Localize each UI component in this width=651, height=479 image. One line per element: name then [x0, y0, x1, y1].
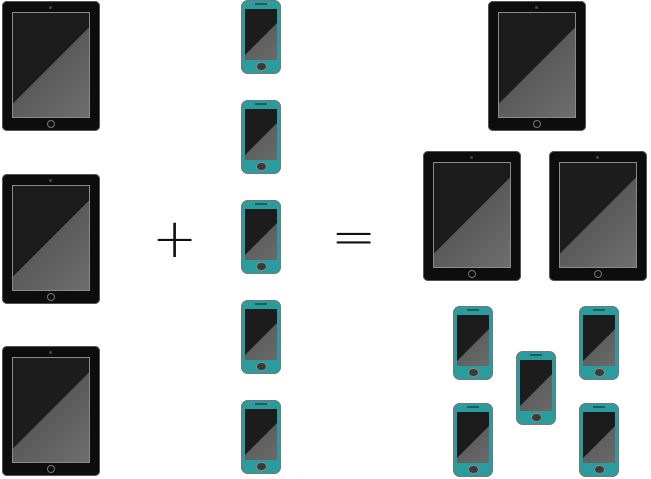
- tablet-icon: [2, 346, 100, 476]
- result-tablet-icon: [423, 151, 521, 281]
- phone-speaker: [530, 354, 542, 356]
- result-phone-icon: [516, 351, 556, 425]
- result-phone-icon: [579, 403, 619, 477]
- result-phone-icon: [453, 306, 493, 380]
- phone-screen: [457, 315, 489, 366]
- tablet-home-button: [594, 270, 602, 278]
- phone-screen: [245, 9, 277, 60]
- tablet-home-button: [47, 293, 55, 301]
- phone-speaker: [593, 309, 605, 311]
- phone-icon: [241, 400, 281, 474]
- plus-sign: +: [152, 207, 198, 270]
- phone-speaker: [467, 309, 479, 311]
- phone-screen: [520, 360, 552, 411]
- tablet-camera: [535, 6, 538, 9]
- phone-speaker: [255, 103, 267, 105]
- phone-speaker: [255, 403, 267, 405]
- tablet-home-button: [47, 465, 55, 473]
- tablet-camera: [49, 6, 52, 9]
- tablet-icon: [2, 174, 100, 304]
- tablet-screen: [433, 162, 511, 268]
- tablet-screen: [12, 185, 90, 291]
- phone-screen: [457, 412, 489, 463]
- result-tablet-icon: [549, 151, 647, 281]
- phone-home-button: [468, 465, 479, 474]
- result-tablet-icon: [488, 1, 586, 131]
- phone-home-button: [256, 462, 267, 471]
- phone-home-button: [468, 368, 479, 377]
- equals-sign: =: [331, 205, 377, 268]
- phone-home-button: [256, 262, 267, 271]
- phone-icon: [241, 300, 281, 374]
- tablet-camera: [470, 156, 473, 159]
- phone-home-button: [256, 162, 267, 171]
- phone-speaker: [255, 303, 267, 305]
- phone-screen: [245, 209, 277, 260]
- tablet-screen: [498, 12, 576, 118]
- phone-icon: [241, 100, 281, 174]
- phone-speaker: [255, 3, 267, 5]
- phone-icon: [241, 0, 281, 74]
- tablet-screen: [12, 12, 90, 118]
- phone-screen: [583, 412, 615, 463]
- phone-icon: [241, 200, 281, 274]
- phone-home-button: [531, 413, 542, 422]
- phone-speaker: [593, 406, 605, 408]
- tablet-screen: [12, 357, 90, 463]
- tablet-camera: [596, 156, 599, 159]
- phone-speaker: [467, 406, 479, 408]
- phone-home-button: [594, 368, 605, 377]
- tablet-screen: [559, 162, 637, 268]
- tablet-home-button: [468, 270, 476, 278]
- tablet-camera: [49, 179, 52, 182]
- phone-home-button: [256, 62, 267, 71]
- phone-screen: [245, 309, 277, 360]
- phone-home-button: [594, 465, 605, 474]
- phone-screen: [245, 109, 277, 160]
- tablet-home-button: [533, 120, 541, 128]
- phone-screen: [245, 409, 277, 460]
- tablet-camera: [49, 351, 52, 354]
- phone-speaker: [255, 203, 267, 205]
- tablet-home-button: [47, 120, 55, 128]
- result-phone-icon: [453, 403, 493, 477]
- result-phone-icon: [579, 306, 619, 380]
- tablet-icon: [2, 1, 100, 131]
- phone-screen: [583, 315, 615, 366]
- phone-home-button: [256, 362, 267, 371]
